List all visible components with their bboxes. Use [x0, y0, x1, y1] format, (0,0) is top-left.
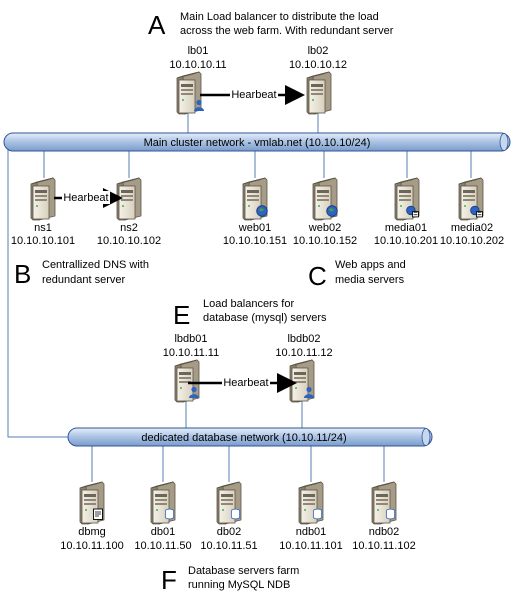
- server-media02: media02 10.10.10.202: [440, 177, 504, 247]
- server-ip: 10.10.11.51: [200, 540, 257, 552]
- server-name: ns2: [120, 222, 138, 234]
- server-ip: 10.10.10.101: [11, 235, 75, 247]
- server-name: lbdb01: [174, 333, 207, 345]
- section-a: A Main Load balancer to distribute the l…: [148, 10, 394, 40]
- database-icon: [312, 508, 323, 520]
- database-network: dedicated database network (10.10.11/24): [67, 427, 433, 447]
- server-lb02: lb02 10.10.10.12: [289, 45, 347, 115]
- server-ip: 10.10.10.202: [440, 235, 504, 247]
- section-f: F Database servers farm running MySQL ND…: [161, 565, 299, 595]
- server-name: web02: [308, 222, 341, 234]
- server-icon: [116, 177, 142, 221]
- server-ip: 10.10.10.11: [169, 59, 226, 71]
- server-db02: db02 10.10.11.51: [200, 481, 258, 552]
- heartbeat-lbdb: Hearbeat: [188, 373, 297, 393]
- database-icon: [385, 508, 396, 520]
- section-text-line: running MySQL NDB: [188, 579, 290, 591]
- main-network-label: Main cluster network - vmlab.net (10.10.…: [144, 137, 371, 149]
- server-ip: 10.10.10.201: [374, 235, 438, 247]
- database-icon: [230, 508, 241, 520]
- section-letter: F: [161, 565, 177, 595]
- heartbeat-ns: Hearbeat: [54, 188, 123, 208]
- server-lb01: lb01 10.10.10.11: [169, 45, 227, 115]
- section-b: B Centrallized DNS with redundant server: [14, 259, 149, 289]
- heartbeat-label: Hearbeat: [231, 89, 276, 101]
- section-text-line: Web apps and: [335, 259, 406, 271]
- main-cluster-network: Main cluster network - vmlab.net (10.10.…: [3, 132, 511, 152]
- heartbeat-lb: Hearbeat: [200, 85, 305, 105]
- server-lbdb01: lbdb01 10.10.11.11: [163, 333, 219, 403]
- server-ip: 10.10.11.12: [275, 347, 332, 359]
- server-name: db02: [217, 526, 241, 538]
- section-e: E Load balancers for database (mysql) se…: [173, 298, 327, 330]
- section-letter: A: [148, 10, 166, 40]
- section-text-line: Load balancers for: [203, 298, 294, 310]
- server-ns1: ns1 10.10.10.101: [11, 177, 75, 247]
- section-text-line: media servers: [335, 274, 405, 286]
- network-links: [7, 114, 472, 482]
- heartbeat-label: Hearbeat: [63, 192, 108, 204]
- heartbeat-label: Hearbeat: [223, 377, 268, 389]
- document-icon: [93, 508, 103, 520]
- section-text-line: across the web farm. With redundant serv…: [180, 25, 394, 37]
- server-lbdb02: lbdb02 10.10.11.12: [275, 333, 333, 403]
- server-web01: web01 10.10.10.151: [223, 177, 287, 247]
- server-ns2: ns2 10.10.10.102: [97, 177, 161, 247]
- server-ip: 10.10.11.100: [60, 540, 123, 552]
- server-ip: 10.10.11.11: [163, 347, 219, 359]
- server-ip: 10.10.10.102: [97, 235, 161, 247]
- section-letter: E: [173, 300, 190, 330]
- server-name: media02: [451, 222, 493, 234]
- server-ip: 10.10.10.152: [293, 235, 357, 247]
- section-letter: B: [14, 259, 31, 289]
- server-name: ndb02: [369, 526, 400, 538]
- server-name: ndb01: [296, 526, 327, 538]
- section-text-line: Centrallized DNS with: [42, 259, 149, 271]
- section-text-line: redundant server: [42, 274, 125, 286]
- db-network-label: dedicated database network (10.10.11/24): [141, 432, 346, 444]
- server-icon: [306, 71, 332, 115]
- link-main-to-db-network: [7, 145, 72, 438]
- server-ip: 10.10.11.50: [134, 540, 191, 552]
- section-c: C Web apps and media servers: [308, 259, 406, 291]
- server-media01: media01 10.10.10.201: [374, 177, 438, 247]
- globe-icon: [326, 205, 338, 217]
- server-ip: 10.10.11.101: [279, 540, 342, 552]
- database-icon: [164, 508, 175, 520]
- server-name: lb01: [188, 45, 209, 57]
- server-name: db01: [151, 526, 175, 538]
- server-name: dbmg: [78, 526, 106, 538]
- server-icon: [30, 177, 56, 221]
- server-name: media01: [385, 222, 427, 234]
- section-letter: C: [308, 261, 327, 291]
- server-ndb01: ndb01 10.10.11.101: [279, 481, 343, 552]
- server-name: ns1: [34, 222, 52, 234]
- globe-icon: [256, 205, 268, 217]
- server-ndb02: ndb02 10.10.11.102: [352, 481, 416, 552]
- server-dbmg: dbmg 10.10.11.100: [60, 481, 124, 552]
- server-name: web01: [238, 222, 271, 234]
- server-name: lb02: [308, 45, 329, 57]
- server-ip: 10.10.11.102: [352, 540, 415, 552]
- server-ip: 10.10.10.12: [289, 59, 347, 71]
- section-text-line: Database servers farm: [188, 565, 299, 577]
- server-db01: db01 10.10.11.50: [134, 481, 192, 552]
- server-name: lbdb02: [287, 333, 320, 345]
- section-text-line: Main Load balancer to distribute the loa…: [180, 11, 379, 23]
- server-web02: web02 10.10.10.152: [293, 177, 357, 247]
- server-ip: 10.10.10.151: [223, 235, 287, 247]
- section-text-line: database (mysql) servers: [203, 312, 327, 324]
